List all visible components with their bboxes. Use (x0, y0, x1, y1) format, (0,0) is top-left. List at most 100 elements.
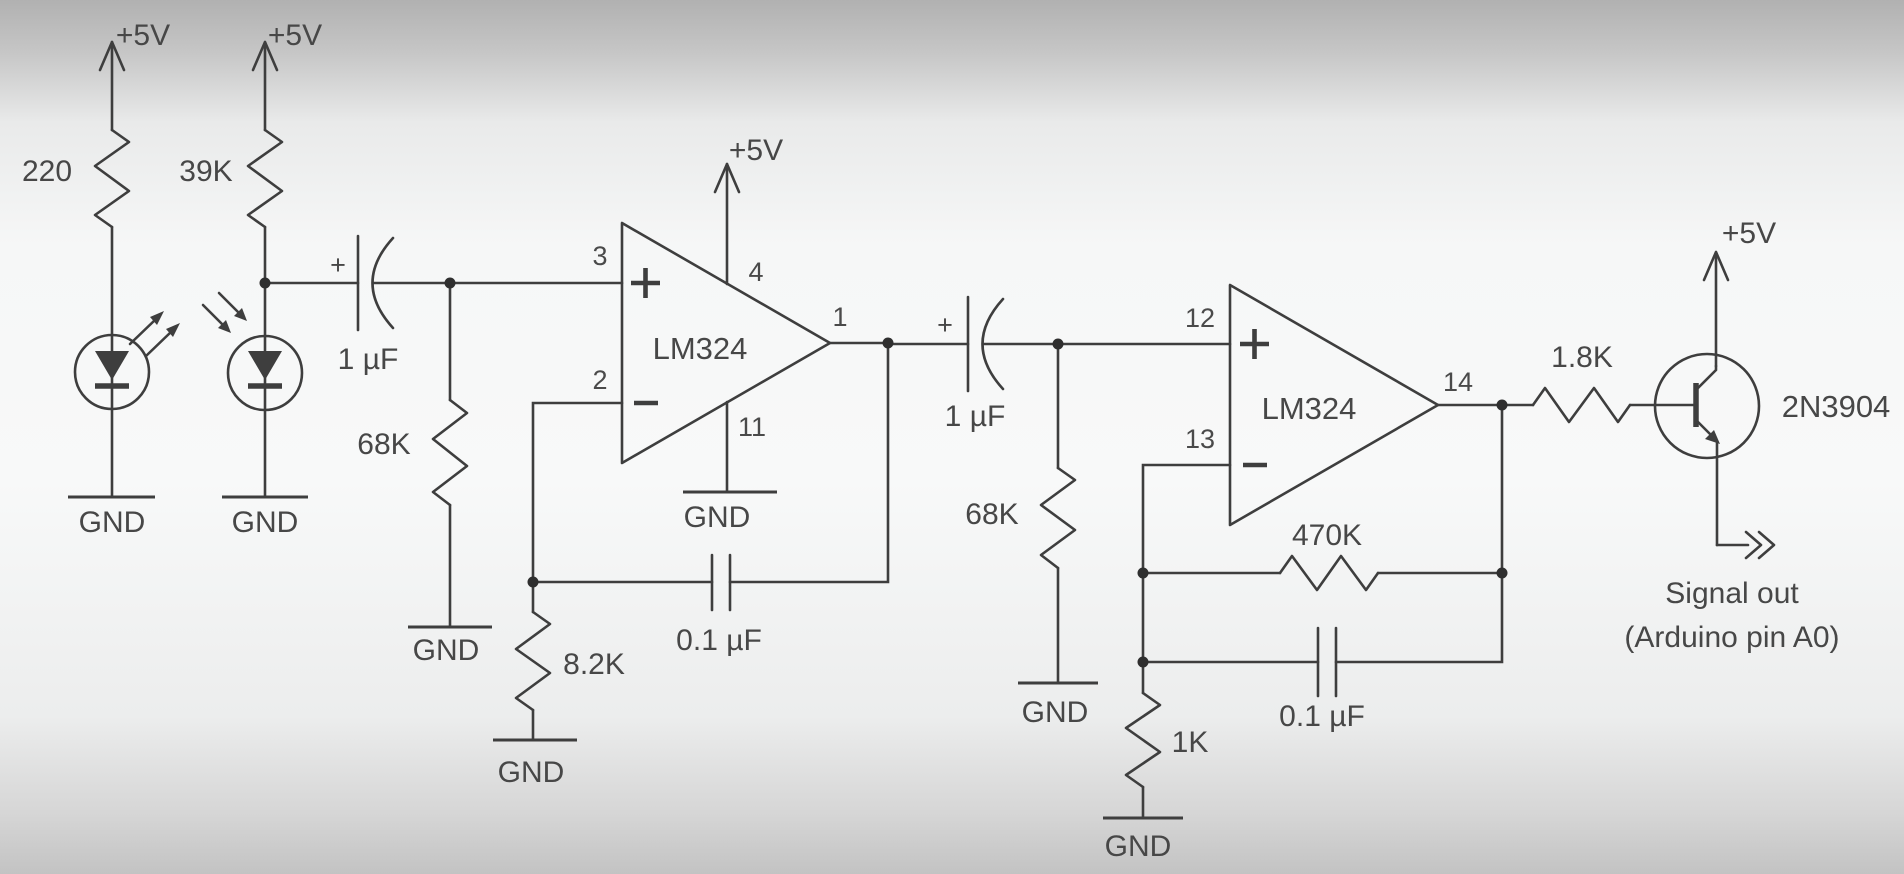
led-diode-icon (248, 351, 282, 380)
arrow-up-icon (713, 162, 741, 194)
resistor-1k-label: 1K (1172, 726, 1209, 759)
vcc-arrow-2: +5V (251, 19, 322, 132)
opamp-2: LM324 12 13 14 (1185, 283, 1473, 527)
vcc-arrow-3: +5V (713, 134, 783, 286)
resistor-39k: 39K (179, 128, 284, 229)
pin-12-label: 12 (1185, 303, 1215, 333)
signal-out-label-1: Signal out (1665, 577, 1799, 610)
junction-dot (1052, 338, 1064, 350)
pin-11-label: 11 (738, 412, 766, 442)
led-body-icon (73, 333, 151, 411)
resistor-68k-1: 68K GND (357, 281, 492, 667)
cap-1uf-label-1: 1 µF (338, 343, 399, 376)
gnd-label-3: GND (413, 634, 480, 667)
pin-2-label: 2 (592, 365, 607, 395)
resistor-39k-label: 39K (179, 155, 232, 188)
cap-polarity-plus: + (937, 310, 953, 340)
pin-13-label: 13 (1185, 424, 1215, 454)
gnd-7: GND (1103, 816, 1183, 863)
opamp-2-part-label: LM324 (1262, 391, 1357, 426)
led-diode-icon (95, 351, 129, 380)
junction-dot (1496, 567, 1508, 579)
gnd-label-6: GND (1022, 696, 1089, 729)
vcc-arrow-4: +5V (1702, 217, 1776, 368)
junction-dot (1137, 656, 1149, 668)
led-emitter (73, 311, 180, 411)
coupling-cap-1: + 1 µF (263, 234, 624, 376)
resistor-zigzag-icon (1124, 691, 1162, 789)
opamp-triangle-icon (1228, 283, 1440, 527)
arrow-up-icon (98, 40, 126, 72)
collector-lead (1694, 364, 1718, 392)
cap-0.1uf-1-label: 0.1 µF (676, 624, 762, 657)
resistor-zigzag-icon (1039, 466, 1077, 570)
resistor-1.8k: 1.8K (1531, 341, 1632, 424)
pin-1-label: 1 (832, 302, 847, 332)
gnd-label-5: GND (498, 756, 565, 789)
resistor-1.8k-label: 1.8K (1551, 341, 1613, 374)
branch-photodiode: +5V 39K GND (179, 19, 322, 539)
light-in-arrows-icon (201, 291, 247, 333)
gnd-3: GND (408, 625, 492, 667)
junction-dot (259, 277, 271, 289)
resistor-470k: 470K (1141, 519, 1504, 592)
gnd-4: GND (683, 400, 777, 534)
feedback-network-2: 470K 0.1 µF 1K GND (1103, 403, 1504, 863)
opamp-1-part-label: LM324 (653, 331, 748, 366)
gnd-label-4: GND (684, 501, 751, 534)
noninverting-plus-icon (1240, 329, 1269, 359)
cap-1uf-label-2: 1 µF (945, 400, 1006, 433)
pin-3-label: 3 (592, 241, 607, 271)
gnd-label-1: GND (79, 506, 146, 539)
cap-polarity-plus: + (330, 250, 346, 280)
junction-dot (1496, 399, 1508, 411)
transistor-part-label: 2N3904 (1782, 389, 1891, 424)
cap-0.1uf-2-label: 0.1 µF (1279, 700, 1365, 733)
pin-14-label: 14 (1443, 367, 1473, 397)
signal-out: Signal out (Arduino pin A0) (1624, 530, 1840, 654)
resistor-8.2k-label: 8.2K (563, 648, 625, 681)
vcc-label-3: +5V (729, 134, 783, 167)
resistor-470k-label: 470K (1292, 519, 1362, 552)
resistor-220-label: 220 (22, 155, 72, 188)
emitter-arrow-icon (1705, 430, 1720, 444)
cap-0.1uf-2: 0.1 µF (1141, 403, 1504, 733)
junction-dot (444, 277, 456, 289)
vcc-label-2: +5V (268, 19, 322, 52)
resistor-8.2k: 8.2K GND (493, 580, 625, 789)
junction-dots (259, 277, 1508, 668)
opamp-1: LM324 3 2 4 11 1 +5V GND (592, 134, 847, 534)
resistor-zigzag-icon (93, 128, 131, 229)
resistor-68k-2: 68K GND (965, 342, 1098, 729)
arrow-up-icon (251, 40, 279, 72)
coupling-cap-2: + 1 µF (886, 295, 1232, 433)
resistor-zigzag-icon (1278, 554, 1380, 592)
led-body-icon (226, 334, 304, 412)
arrow-up-icon (1702, 250, 1730, 282)
junction-dot (527, 576, 539, 588)
signal-out-arrow-icon (1744, 530, 1776, 560)
photodiode (201, 291, 304, 412)
gnd-5: GND (493, 738, 577, 789)
resistor-68k-1-label: 68K (357, 428, 410, 461)
branch-led-emitter: +5V 220 GND (22, 19, 180, 539)
transistor-2n3904: 2N3904 (1653, 352, 1891, 547)
gnd-label-2: GND (232, 506, 299, 539)
transistor-body-icon (1653, 352, 1761, 460)
light-out-arrows-icon (128, 311, 180, 358)
pin-4-label: 4 (748, 257, 763, 287)
feedback-network-1: 0.1 µF 8.2K GND (493, 341, 890, 789)
output-stage: 1.8K 2N3904 +5V Signal out (Arduino pin … (1436, 217, 1891, 654)
resistor-zigzag-icon (1531, 386, 1632, 424)
resistor-220: 220 (22, 128, 131, 229)
cap-0.1uf-1: 0.1 µF (676, 553, 762, 657)
gnd-6: GND (1018, 681, 1098, 729)
noninverting-plus-icon (631, 268, 660, 298)
gnd-2: GND (222, 495, 308, 539)
vcc-arrow-1: +5V (98, 19, 170, 132)
resistor-68k-2-label: 68K (965, 498, 1018, 531)
vcc-label-4: +5V (1722, 217, 1776, 250)
